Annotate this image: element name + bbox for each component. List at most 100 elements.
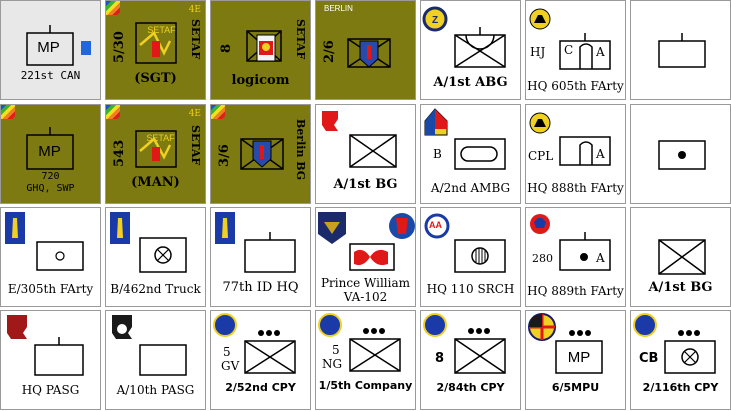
- counter-r2c1[interactable]: MP 720 GHQ, SWP: [0, 104, 101, 204]
- counter-r2c6[interactable]: CPL A HQ 888th FArty: [525, 104, 626, 204]
- unit-symbol: [5, 212, 84, 271]
- counter-r4c7[interactable]: CB 2/116th CPY: [630, 310, 731, 410]
- unit-size: 3/6: [217, 144, 232, 167]
- unit-symbol: [215, 212, 296, 273]
- counter-r2c5[interactable]: B A/2nd AMBG: [420, 104, 521, 204]
- unit-size: 2/6: [322, 40, 337, 63]
- unit-symbol: [240, 138, 284, 170]
- counter-r1c3[interactable]: 8 SETAF logicom: [210, 0, 311, 100]
- unit-symbol: [135, 130, 177, 168]
- unit-symbol: [424, 108, 506, 170]
- corner-mark: 4E: [188, 5, 201, 15]
- counter-r1c5[interactable]: Z A/1st ABG: [420, 0, 521, 100]
- unit-caption: (SGT): [134, 71, 177, 86]
- counter-r4c2[interactable]: A/10th PASG: [105, 310, 206, 410]
- unit-symbol: [135, 22, 177, 64]
- unit-size: 8: [219, 43, 234, 53]
- counter-r3c5[interactable]: AA HQ 110 SRCH: [420, 207, 521, 307]
- counter-r3c7[interactable]: A/1st BG: [630, 207, 731, 307]
- counter-r1c1[interactable]: MP 221st CAN: [0, 0, 101, 100]
- unit-size: 5/30: [112, 31, 127, 63]
- unit-symbol: [530, 214, 611, 271]
- unit-caption: A/1st BG: [333, 177, 398, 192]
- counter-r3c2[interactable]: B/462nd Truck: [105, 207, 206, 307]
- counter-r4c4[interactable]: 5 NG 1/5th Company: [315, 310, 416, 410]
- unit-c-label: C: [564, 43, 574, 57]
- counter-r2c2[interactable]: 4E SETAF 543 SETAF (MAN): [105, 104, 206, 204]
- unit-symbol: [246, 30, 282, 62]
- svg-text:Z: Z: [432, 15, 438, 26]
- counter-r2c4[interactable]: A/1st BG: [315, 104, 416, 204]
- unit-symbol: [347, 38, 391, 68]
- state-seal-icon: [423, 313, 447, 337]
- counter-r4c3[interactable]: 5 GV 2/52nd CPY: [210, 310, 311, 410]
- unit-left-label: B: [433, 147, 442, 161]
- unit-caption: HQ 110 SRCH: [426, 282, 515, 296]
- unit-parent: SETAF: [294, 19, 307, 60]
- unit-insignia: MP: [38, 143, 61, 160]
- unit-caption: A/1st ABG: [433, 75, 508, 90]
- counter-r3c6[interactable]: 280 A HQ 889th FArty: [525, 207, 626, 307]
- unit-caption-line2: GHQ, SWP: [26, 183, 75, 194]
- unit-insignia: SETAF: [146, 133, 175, 143]
- unit-parent: SETAF: [189, 125, 202, 166]
- unit-caption-line1: Prince William: [320, 276, 411, 290]
- counter-r3c3[interactable]: 77th ID HQ: [210, 207, 311, 307]
- counter-r2c3[interactable]: 3/6 Berlin BG: [210, 104, 311, 204]
- unit-caption: B/462nd Truck: [110, 282, 201, 296]
- counter-r2c7[interactable]: [630, 104, 731, 204]
- counter-r3c4[interactable]: Prince William VA-102: [315, 207, 416, 307]
- unit-symbol: [318, 313, 401, 372]
- unit-parent: Berlin BG: [294, 119, 307, 181]
- unit-left-label: HJ: [530, 45, 546, 59]
- state-seal-icon: [633, 313, 657, 337]
- unit-symbol: Z: [422, 6, 506, 68]
- unit-symbol: [529, 112, 611, 166]
- aa-patch-text: AA: [429, 220, 442, 230]
- unit-caption: 1/5th Company: [318, 379, 413, 392]
- unit-symbol: [424, 213, 506, 273]
- unit-left-line1: 5: [223, 345, 231, 359]
- unit-symbol: [658, 33, 706, 68]
- counter-r3c1[interactable]: E/305th FArty: [0, 207, 101, 307]
- unit-symbol: [7, 315, 84, 376]
- unit-symbol: [658, 140, 706, 170]
- unit-caption: 2/84th CPY: [436, 381, 505, 394]
- unit-symbol: [658, 239, 706, 275]
- aa-patch-icon: [424, 213, 450, 239]
- state-seal-icon: [318, 313, 342, 337]
- unit-caption: logicom: [231, 73, 290, 88]
- counter-r1c7[interactable]: [630, 0, 731, 100]
- unit-caption: A/2nd AMBG: [430, 181, 511, 195]
- counter-r1c6[interactable]: HJ C A HQ 605th FArty: [525, 0, 626, 100]
- unit-a-label: A: [596, 45, 605, 59]
- unit-left-line2: NG: [322, 357, 343, 371]
- unit-parent: SETAF: [189, 19, 202, 60]
- unit-caption: A/10th PASG: [116, 383, 195, 397]
- counter-r4c5[interactable]: 8 2/84th CPY: [420, 310, 521, 410]
- unit-caption: 77th ID HQ: [222, 280, 299, 295]
- unit-symbol: [633, 313, 716, 374]
- division-patch-icon: [422, 6, 448, 32]
- unit-caption: 2/52nd CPY: [225, 381, 296, 394]
- counter-r4c1[interactable]: HQ PASG: [0, 310, 101, 410]
- unit-symbol: [110, 212, 187, 273]
- unit-left-label: 8: [435, 351, 445, 366]
- unit-left-label: CPL: [528, 149, 554, 163]
- state-seal-icon: [213, 313, 237, 337]
- counter-r4c6[interactable]: MP 6/5MPU: [525, 310, 626, 410]
- unit-symbol: [423, 313, 506, 374]
- side-badge-icon: [81, 41, 91, 55]
- unit-a-label: A: [596, 147, 605, 161]
- unit-size: 543: [112, 139, 127, 167]
- unit-tag: BERLIN: [324, 4, 353, 13]
- unit-caption: HQ PASG: [21, 383, 80, 397]
- unit-caption: E/305th FArty: [7, 282, 94, 296]
- unit-caption: HQ 605th FArty: [527, 79, 624, 93]
- counter-r1c4[interactable]: BERLIN 2/6: [315, 0, 416, 100]
- unit-insignia: MP: [37, 39, 60, 56]
- unit-caption-line2: VA-102: [343, 290, 388, 304]
- counter-r1c2[interactable]: 4E SETAF 5/30 SETAF (SGT): [105, 0, 206, 100]
- unit-symbol: [528, 313, 603, 374]
